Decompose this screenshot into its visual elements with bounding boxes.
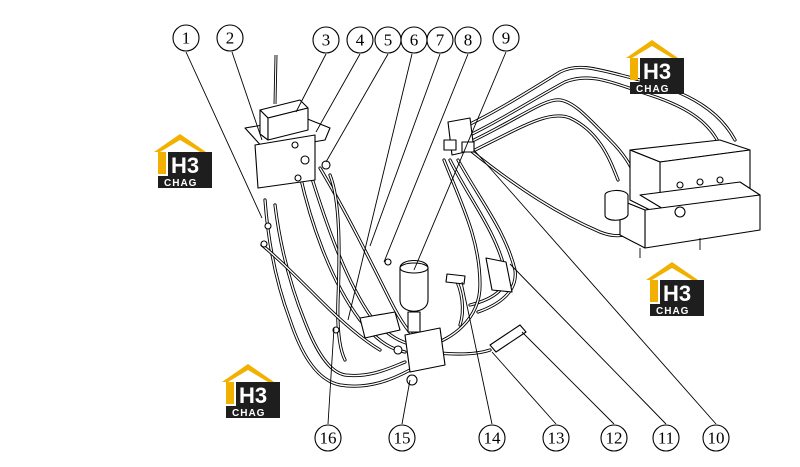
callout-15-label: 15 xyxy=(394,429,411,448)
logo-wordmark: CHAG xyxy=(232,408,265,419)
logo-wordmark: CHAG xyxy=(164,178,197,189)
callout-7: 7 xyxy=(426,26,454,54)
callout-5: 5 xyxy=(374,26,402,54)
hydraulic-pipes xyxy=(260,65,737,388)
callout-6: 6 xyxy=(400,26,428,54)
logo-watermark-left: H3 CHAG xyxy=(154,134,212,189)
logo-wordmark: CHAG xyxy=(656,306,689,317)
callout-11-label: 11 xyxy=(658,429,674,448)
leader-lines xyxy=(185,51,717,425)
callout-14: 14 xyxy=(478,424,506,452)
hose-assemblies xyxy=(445,257,527,353)
callout-9-label: 9 xyxy=(502,29,511,48)
callout-10: 10 xyxy=(702,424,730,452)
callout-16: 16 xyxy=(314,424,342,452)
manifold-block-upper xyxy=(443,117,475,156)
callout-6-label: 6 xyxy=(410,31,419,50)
logo-mark: H3 xyxy=(663,281,691,306)
callout-5-label: 5 xyxy=(384,31,393,50)
callout-2: 2 xyxy=(216,24,244,52)
logo-watermark-top-right: H3 CHAG xyxy=(626,40,684,95)
logo-mark: H3 xyxy=(171,153,199,178)
callout-12: 12 xyxy=(600,424,628,452)
control-valve-block xyxy=(604,139,761,258)
accumulator xyxy=(399,259,429,333)
callout-14-label: 14 xyxy=(484,429,502,448)
logo-watermark-right: H3 CHAG xyxy=(646,262,704,317)
callout-8-label: 8 xyxy=(464,31,473,50)
callouts: 1 2 3 4 5 6 7 8 xyxy=(172,24,730,452)
callout-8: 8 xyxy=(454,26,482,54)
callout-13-label: 13 xyxy=(548,429,565,448)
logo-wordmark: CHAG xyxy=(636,84,669,95)
callout-4-label: 4 xyxy=(356,31,365,50)
fittings xyxy=(260,160,392,334)
callout-10-label: 10 xyxy=(708,429,725,448)
callout-4: 4 xyxy=(346,26,374,54)
manifold-block-lower xyxy=(359,311,446,386)
logo-watermark-bottom-left: H3 CHAG xyxy=(222,364,280,419)
callout-7-label: 7 xyxy=(436,31,445,50)
callout-3: 3 xyxy=(312,26,340,54)
callout-3-label: 3 xyxy=(322,31,331,50)
callout-12-label: 12 xyxy=(606,429,623,448)
callout-1: 1 xyxy=(172,24,200,52)
callout-15: 15 xyxy=(388,424,416,452)
callout-16-label: 16 xyxy=(320,429,337,448)
reservoir-tank xyxy=(244,54,331,189)
callout-11: 11 xyxy=(652,424,680,452)
logo-mark: H3 xyxy=(643,59,671,84)
callout-13: 13 xyxy=(542,424,570,452)
logo-mark: H3 xyxy=(239,383,267,408)
callout-9: 9 xyxy=(492,24,520,52)
callout-2-label: 2 xyxy=(226,29,235,48)
callout-1-label: 1 xyxy=(182,29,191,48)
